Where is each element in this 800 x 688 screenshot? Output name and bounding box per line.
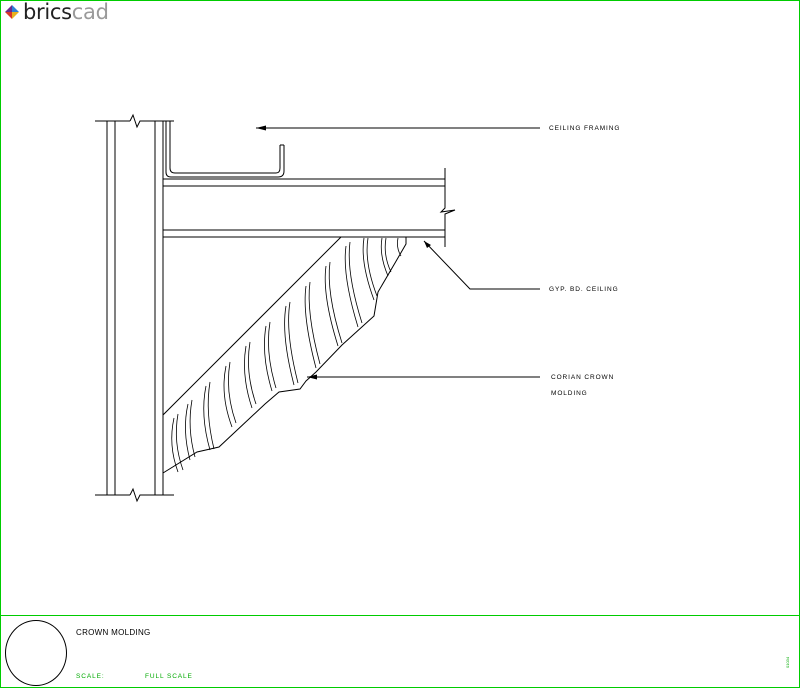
leader-gyp-bd-ceiling [423, 240, 540, 290]
scale-label: SCALE: [76, 673, 105, 680]
callout-gyp-bd-ceiling: GYP. BD. CEILING [549, 286, 619, 293]
ceiling-framing-channel [165, 121, 285, 178]
drawing-code: 01034 [785, 656, 790, 668]
arrowhead-gyp-bd-ceiling [424, 241, 431, 248]
callout-corian-crown: CORIAN CROWN [551, 374, 615, 381]
drawing-title: CROWN MOLDING [76, 628, 151, 637]
logo-text-cad: cad [71, 0, 109, 24]
ceiling-joist [163, 168, 456, 247]
corian-crown-molding [162, 236, 407, 474]
scale-value: FULL SCALE [145, 673, 193, 680]
callout-ceiling-framing: CEILING FRAMING [549, 125, 621, 132]
bricscad-logo: bricscad [4, 1, 109, 23]
title-block-divider [0, 615, 800, 616]
arrowhead-corian-molding [307, 374, 317, 380]
wall-stud [95, 113, 174, 503]
molding-hatch [171, 237, 402, 473]
callout-molding: MOLDING [551, 390, 588, 397]
bricscad-logo-icon [5, 5, 19, 19]
logo-text-brics: brics [23, 0, 72, 24]
detail-bubble [5, 620, 67, 686]
arrowhead-ceiling-framing [256, 125, 266, 131]
